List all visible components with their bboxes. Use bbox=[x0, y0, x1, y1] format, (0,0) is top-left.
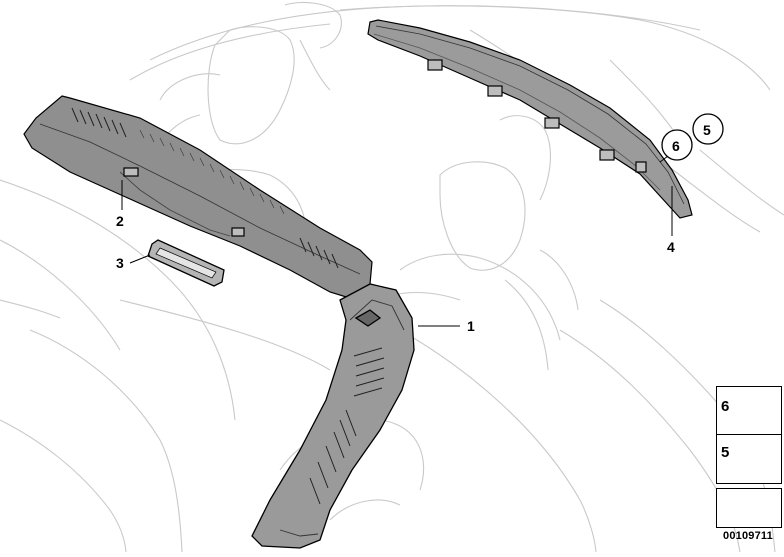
callout-6: 6 bbox=[672, 138, 680, 154]
callout-5-circle bbox=[692, 113, 724, 145]
part-4-rear-trim bbox=[367, 19, 693, 219]
part-1-pillar-trim bbox=[251, 283, 415, 549]
callout-2: 2 bbox=[116, 213, 124, 229]
legend-label-5: 5 bbox=[721, 444, 730, 461]
callout-4: 4 bbox=[667, 239, 675, 255]
callout-1: 1 bbox=[467, 318, 475, 334]
legend-row-5 bbox=[716, 434, 782, 484]
legend-row-6 bbox=[716, 386, 782, 436]
legend-row-arrow bbox=[716, 488, 782, 528]
leader-lines bbox=[121, 155, 673, 327]
leader-line-3 bbox=[129, 254, 151, 264]
diagram-id-number: 00109711 bbox=[723, 530, 773, 542]
callout-5: 5 bbox=[703, 122, 711, 138]
callout-3: 3 bbox=[116, 255, 124, 271]
part-2-side-trim bbox=[23, 95, 373, 301]
legend-label-6: 6 bbox=[721, 398, 730, 415]
callout-6-circle bbox=[661, 129, 693, 161]
part-3-grille bbox=[147, 239, 225, 287]
leader-line-6 bbox=[659, 155, 669, 163]
